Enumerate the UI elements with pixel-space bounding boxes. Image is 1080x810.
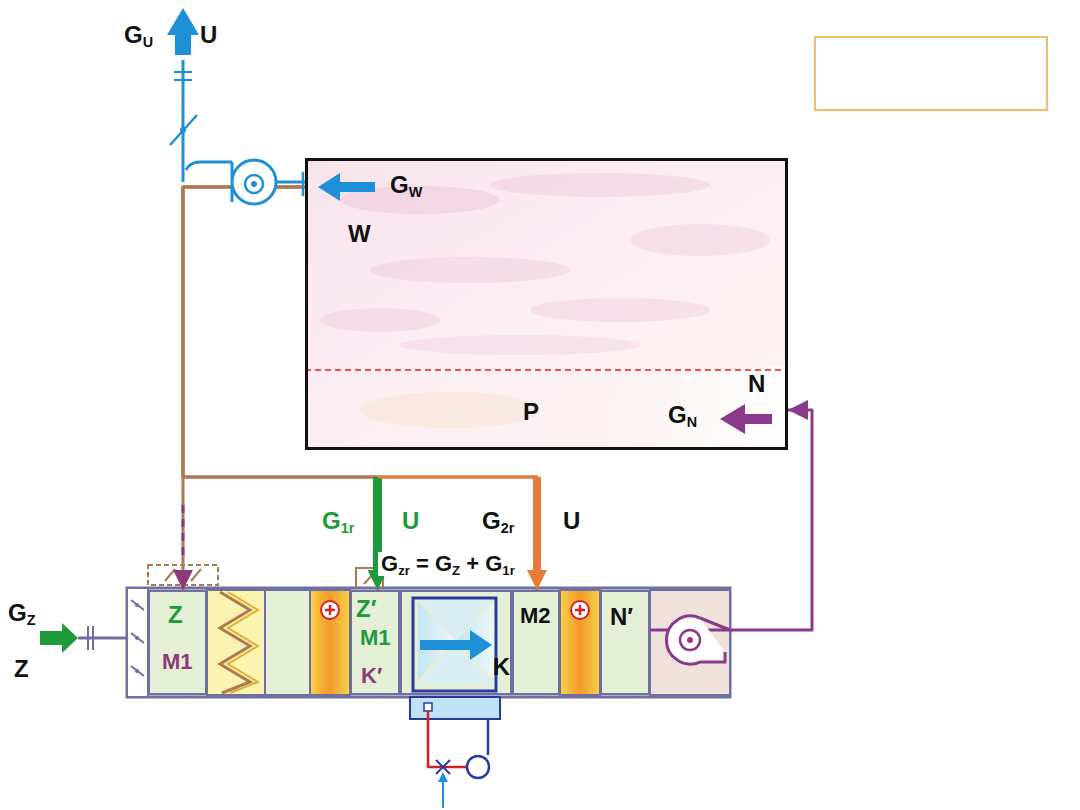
- room-interior: [305, 158, 788, 450]
- ahu-casing: [127, 588, 730, 697]
- section-label: Z′: [356, 596, 376, 622]
- flow-symbol: GW: [390, 172, 422, 198]
- mixing-section: M2: [512, 590, 560, 695]
- text-run: G: [322, 507, 341, 534]
- text-run: N′: [610, 603, 633, 630]
- state-letter: U: [402, 508, 419, 534]
- text-run: G: [8, 599, 27, 626]
- recirc-dashed: [182, 505, 185, 560]
- subscript: zr: [398, 563, 410, 578]
- humidifier: [400, 590, 512, 808]
- section-label: N′: [610, 604, 633, 630]
- text-run: U: [402, 507, 419, 534]
- state-letter: U: [200, 22, 217, 48]
- intake: [40, 623, 127, 653]
- supply-section: N′: [600, 590, 650, 695]
- text-run: U: [563, 507, 580, 534]
- text-run: G: [482, 507, 501, 534]
- text-run: G: [390, 171, 409, 198]
- text-run: M1: [360, 625, 391, 650]
- text-run: G: [668, 401, 687, 428]
- recirc-duct-2: [378, 476, 537, 479]
- section-label: Z: [168, 602, 183, 628]
- exhaust-duct: [167, 8, 199, 182]
- text-run: +: [460, 551, 485, 576]
- text-run: G: [435, 551, 452, 576]
- room: W P N: [305, 158, 788, 450]
- subscript: 1r: [502, 563, 514, 578]
- section-label: K: [493, 654, 510, 680]
- recirc-arrow-2: [533, 477, 541, 574]
- supply-arrow: [720, 404, 772, 434]
- flow-symbol: G2r: [482, 508, 514, 534]
- text-run: =: [410, 551, 435, 576]
- text-run: U: [200, 21, 217, 48]
- supply-fan: [666, 616, 730, 664]
- section-label: M1: [360, 626, 391, 650]
- text-run: G: [485, 551, 502, 576]
- humidifier-chamber: K: [400, 590, 512, 695]
- text-run: G: [124, 21, 143, 48]
- state-letter: U: [563, 508, 580, 534]
- subscript: U: [143, 34, 153, 50]
- text-run: W: [348, 220, 371, 247]
- section-label: M2: [520, 604, 551, 628]
- flow-symbol: GN: [668, 402, 697, 428]
- text-run: N: [748, 370, 765, 397]
- flow-symbol: GU: [124, 22, 153, 48]
- section-label: N: [748, 371, 765, 397]
- duct-connector: [183, 187, 537, 590]
- duct-connector: [183, 187, 305, 590]
- subscript: 1r: [341, 520, 355, 536]
- text-run: K′: [361, 663, 382, 688]
- section-label: M1: [162, 650, 193, 674]
- exhaust-fan: [186, 160, 375, 204]
- flow-symbol: GZ: [8, 600, 35, 626]
- text-run: Z′: [356, 595, 376, 622]
- text-run: Z: [168, 601, 183, 628]
- text-run: P: [523, 398, 539, 425]
- section-label: P: [523, 399, 539, 425]
- state-letter: Z: [14, 656, 29, 682]
- empty-note-box: [815, 37, 1047, 110]
- flow-symbol: G1r: [322, 508, 354, 534]
- text-run: G: [381, 551, 398, 576]
- section-label: K′: [361, 664, 382, 688]
- subscript: Z: [452, 563, 460, 578]
- balance-equation: Gzr = GZ + G1r: [378, 552, 518, 576]
- subscript: N: [687, 414, 697, 430]
- text-run: M1: [162, 649, 193, 674]
- mixing-section: Z M1: [148, 590, 207, 695]
- text-run: K: [493, 653, 510, 680]
- subscript: Z: [27, 612, 36, 628]
- humidifier-air-arrow: [420, 630, 492, 660]
- text-run: M2: [520, 603, 551, 628]
- duct-connector: [183, 187, 378, 590]
- subscript: 2r: [501, 520, 515, 536]
- text-run: Z: [14, 655, 29, 682]
- mixing-section: Z′ M1K′: [350, 590, 400, 695]
- subscript: W: [409, 184, 423, 200]
- section-label: W: [348, 221, 371, 247]
